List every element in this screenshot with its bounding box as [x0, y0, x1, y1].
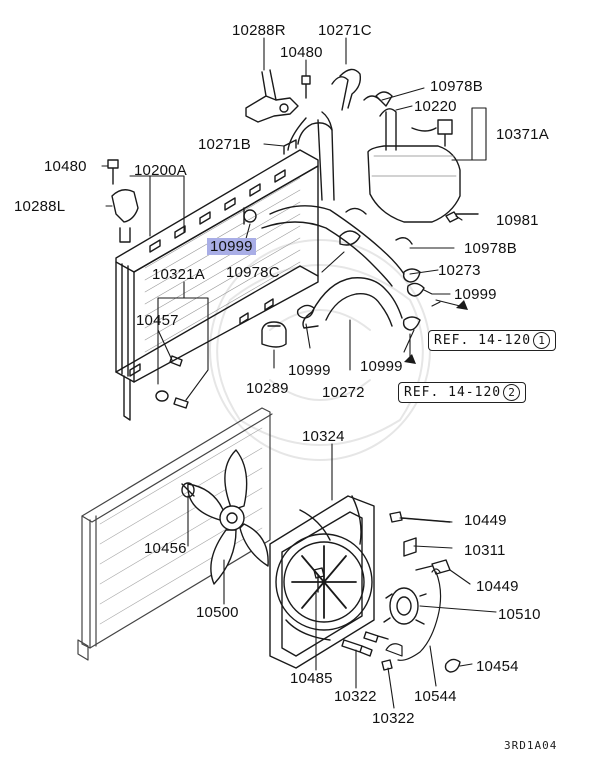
- fan-motor-10510: [383, 587, 427, 625]
- hose-10271B: [287, 117, 333, 151]
- label-10324: 10324: [302, 428, 345, 445]
- hose-10272: [302, 277, 403, 329]
- callout-lines-lower: [187, 443, 497, 709]
- label-10456: 10456: [144, 540, 187, 557]
- clamp-10978B: [363, 95, 413, 245]
- label-10449-mid: 10449: [476, 578, 519, 595]
- label-10485: 10485: [290, 670, 333, 687]
- label-10288R: 10288R: [232, 22, 286, 39]
- label-10321A: 10321A: [152, 266, 205, 283]
- radiator-outline-lower: [77, 407, 273, 661]
- harness-10544: [385, 568, 442, 661]
- fan-shroud-10324: [269, 495, 375, 669]
- label-10999-lower: 10999: [288, 362, 331, 379]
- fan-blade-10500: [187, 449, 269, 585]
- label-10200A: 10200A: [134, 162, 187, 179]
- ref-1-text: REF. 14-120: [434, 333, 532, 348]
- label-10544: 10544: [414, 688, 457, 705]
- ref-2-text: REF. 14-120: [404, 385, 502, 400]
- bracket-10288L: [111, 189, 139, 243]
- label-10999-highlighted[interactable]: 10999: [207, 238, 256, 255]
- screw-10981: [445, 211, 479, 223]
- clamp-10999-lower: [296, 304, 315, 319]
- label-10454: 10454: [476, 658, 519, 675]
- ref-1-number: 1: [533, 332, 551, 349]
- label-10480-left: 10480: [44, 158, 87, 175]
- label-10271B: 10271B: [198, 136, 251, 153]
- label-10981: 10981: [496, 212, 539, 229]
- label-10220: 10220: [414, 98, 457, 115]
- hose-10271C: [317, 68, 362, 201]
- connector-10311: [403, 537, 417, 557]
- label-10322-b: 10322: [372, 710, 415, 727]
- clip-10321A: [169, 355, 189, 409]
- drain-plug-10289: [261, 321, 287, 348]
- label-10322-a: 10322: [334, 688, 377, 705]
- diagram-code: 3RD1A04: [504, 739, 558, 752]
- bolt-10480-top: [301, 75, 311, 99]
- clamp-10978C: [339, 207, 367, 246]
- label-10500: 10500: [196, 604, 239, 621]
- label-10978B-right: 10978B: [464, 240, 517, 257]
- label-10273: 10273: [438, 262, 481, 279]
- label-10999-right: 10999: [454, 286, 497, 303]
- screw-10449-a: [389, 511, 451, 523]
- clamp-10999-right: [402, 268, 425, 331]
- ref-arrows: [404, 300, 468, 364]
- label-10978C: 10978C: [226, 264, 280, 281]
- reserve-tank: [367, 91, 461, 223]
- bracket-10288R: [245, 69, 299, 123]
- callout-lines: [101, 37, 487, 401]
- label-10311: 10311: [464, 542, 506, 559]
- label-10480-top: 10480: [280, 44, 323, 61]
- clip-10454: [444, 658, 461, 673]
- label-10371A: 10371A: [496, 126, 549, 143]
- bolt-10322-b: [381, 659, 393, 671]
- label-10271C: 10271C: [318, 22, 372, 39]
- label-10457: 10457: [136, 312, 179, 329]
- hose-10273: [243, 205, 405, 287]
- label-10999-mid: 10999: [360, 358, 403, 375]
- oring-10457: [155, 390, 169, 402]
- label-10289: 10289: [246, 380, 289, 397]
- label-10272: 10272: [322, 384, 365, 401]
- connector-10449-b: [415, 559, 451, 575]
- bolt-10480-left: [107, 159, 119, 185]
- label-10978B-top: 10978B: [430, 78, 483, 95]
- label-10288L: 10288L: [14, 198, 66, 215]
- stud-10485: [313, 567, 325, 593]
- highlight-10999: 10999: [207, 238, 256, 255]
- bolt-10322-a: [341, 631, 389, 657]
- label-10449-top: 10449: [464, 512, 507, 529]
- ref-2-number: 2: [503, 384, 521, 401]
- label-10510: 10510: [498, 606, 541, 623]
